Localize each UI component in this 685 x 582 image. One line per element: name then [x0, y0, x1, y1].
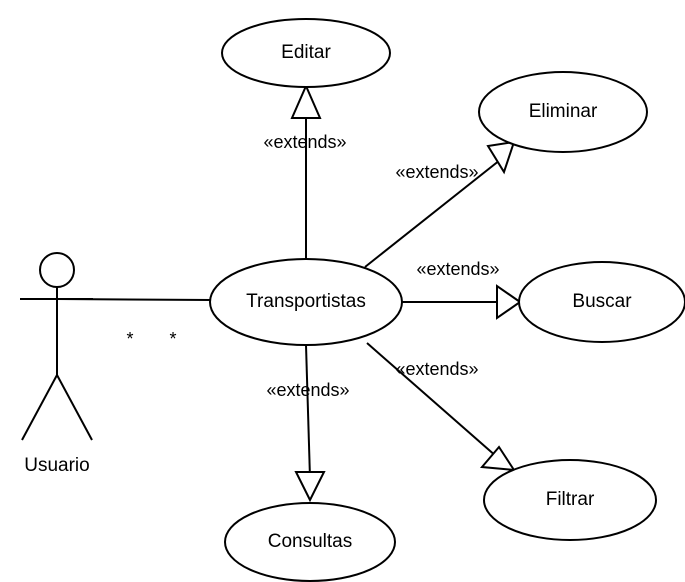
actor-left-leg: [21, 374, 58, 441]
use-case-editar[interactable]: Editar: [221, 18, 391, 88]
stereotype-editar: «extends»: [263, 132, 346, 152]
use-case-label-editar: Editar: [281, 42, 331, 63]
stereotype-consultas: «extends»: [266, 380, 349, 400]
use-case-eliminar[interactable]: Eliminar: [478, 71, 648, 153]
stereotype-buscar: «extends»: [416, 259, 499, 279]
extend-arrowhead-eliminar: [486, 140, 516, 175]
actor-right-leg: [56, 374, 93, 441]
actor-head: [39, 252, 75, 288]
extend-arrowhead-editar: [290, 83, 322, 119]
stereotype-filtrar: «extends»: [395, 359, 478, 379]
use-case-label-eliminar: Eliminar: [529, 101, 598, 122]
multiplicity-right: *: [169, 329, 176, 349]
use-case-label-filtrar: Filtrar: [546, 489, 595, 510]
actor-label: Usuario: [24, 455, 89, 476]
association-line: [56, 298, 213, 301]
extend-arrowhead-buscar: [496, 284, 522, 320]
stereotype-eliminar: «extends»: [395, 162, 478, 182]
use-case-consultas[interactable]: Consultas: [224, 502, 396, 582]
use-case-filtrar[interactable]: Filtrar: [483, 459, 657, 541]
extend-line-eliminar: [364, 159, 501, 268]
extend-line-consultas: [305, 344, 311, 479]
actor-usuario[interactable]: [20, 252, 93, 441]
use-case-transportistas[interactable]: Transportistas: [209, 258, 403, 346]
extend-line-filtrar: [366, 342, 498, 458]
multiplicity-left: *: [126, 329, 133, 349]
extend-arrowhead-filtrar: [479, 445, 516, 472]
use-case-label-consultas: Consultas: [268, 531, 353, 552]
extend-arrowhead-consultas: [294, 471, 326, 503]
use-case-label-buscar: Buscar: [572, 291, 632, 312]
use-case-label-transportistas: Transportistas: [246, 291, 366, 312]
use-case-buscar[interactable]: Buscar: [518, 261, 685, 343]
